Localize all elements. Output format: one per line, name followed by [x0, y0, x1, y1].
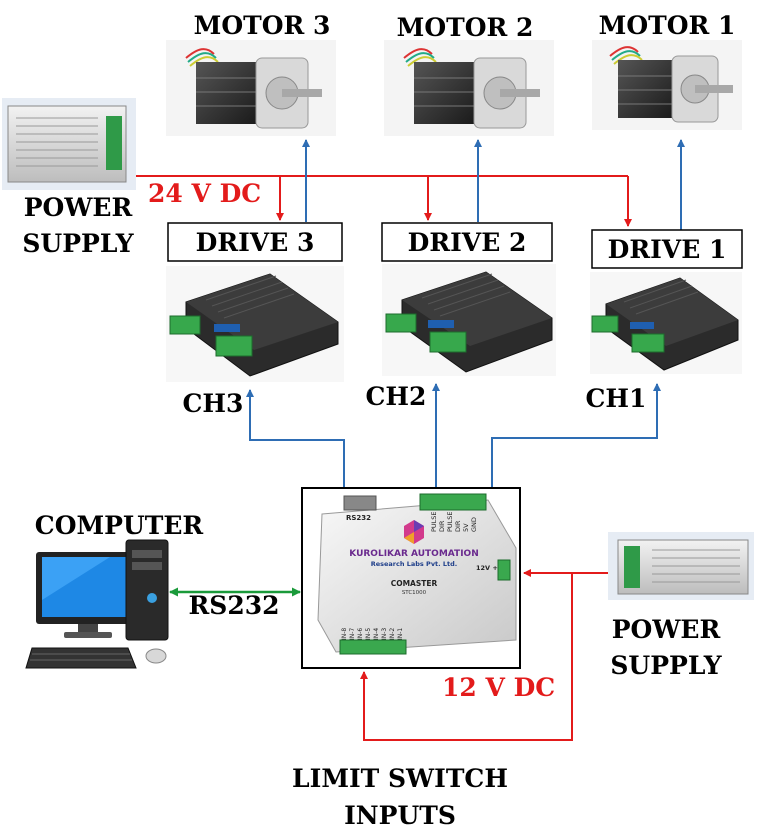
drive-2-image	[382, 264, 556, 376]
power-supply-12v-voltage: 12 V DC	[442, 673, 555, 702]
motor-1-image	[592, 40, 742, 130]
power-24v-lines	[136, 175, 632, 227]
motor-3-image	[166, 40, 336, 136]
input-pin-3: IN-3	[381, 628, 388, 640]
controller-image	[317, 493, 517, 655]
controller-to-drive-lines	[246, 383, 661, 488]
controller-input-pins: IN-8 IN-7 IN-6 IN-5 IN-4 IN-3 IN-2 IN-1	[341, 628, 404, 640]
controller-model-code: STC1000	[402, 590, 427, 596]
input-pin-8: IN-8	[341, 628, 348, 640]
channel-1-label: CH1	[586, 384, 647, 413]
channel-2-label: CH2	[366, 382, 427, 411]
drive-2-label: DRIVE 2	[408, 228, 527, 257]
input-pin-6: IN-6	[357, 628, 364, 640]
motor-2-image	[384, 40, 554, 136]
motor-3-label: MOTOR 3	[194, 11, 331, 40]
controller-company: KUROLIKAR AUTOMATION	[349, 549, 478, 559]
input-pin-4: IN-4	[373, 628, 380, 640]
drive-3-label: DRIVE 3	[196, 228, 315, 257]
motor-1-label: MOTOR 1	[599, 11, 736, 40]
drive-3-box	[167, 222, 343, 262]
drive-3-image	[166, 266, 344, 382]
computer-label: COMPUTER	[35, 511, 204, 540]
controller-model: COMASTER	[391, 579, 438, 588]
top-pin-4: DIR	[454, 520, 462, 532]
power-supply-24v-label-line2: SUPPLY	[22, 229, 134, 258]
top-pin-5: 5V	[462, 523, 470, 532]
controller-subtitle: Research Labs Pvt. Ltd.	[371, 560, 458, 568]
input-pin-5: IN-5	[365, 628, 372, 640]
top-pin-3: PULSE	[446, 511, 454, 532]
motor-2-label: MOTOR 2	[397, 13, 534, 42]
limit-switch-label-line1: LIMIT SWITCH	[292, 764, 508, 793]
input-pin-7: IN-7	[349, 628, 356, 640]
drive-1-label: DRIVE 1	[608, 235, 727, 264]
computer-image	[25, 539, 169, 669]
power-supply-24v-label-line1: POWER	[24, 193, 133, 222]
top-pin-1: PULSE	[430, 511, 438, 532]
channel-3-label: CH3	[183, 389, 244, 418]
power-supply-24v-image	[2, 98, 136, 190]
input-pin-2: IN-2	[389, 628, 396, 640]
input-pin-1: IN-1	[397, 628, 404, 640]
drive-1-image	[590, 272, 742, 374]
drive-to-motor-lines	[302, 139, 685, 230]
power-supply-12v-label-line1: POWER	[612, 615, 721, 644]
rs232-link-label: RS232	[188, 591, 279, 620]
drive-2-box	[381, 222, 553, 262]
power-supply-12v-label-line2: SUPPLY	[610, 651, 722, 680]
controller-port-label: RS232	[346, 514, 371, 522]
top-pin-2: DIR	[438, 520, 446, 532]
power-supply-24v-voltage: 24 V DC	[148, 179, 261, 208]
power-supply-12v-image	[608, 532, 754, 600]
controller-top-pins: PULSE DIR PULSE DIR 5V GND	[430, 511, 478, 532]
top-pin-6: GND	[470, 517, 478, 532]
power-12v-lines	[360, 569, 608, 741]
limit-switch-label-line2: INPUTS	[344, 801, 456, 830]
controller-power-pin: 12V +	[476, 564, 498, 572]
drive-1-box	[591, 229, 743, 269]
